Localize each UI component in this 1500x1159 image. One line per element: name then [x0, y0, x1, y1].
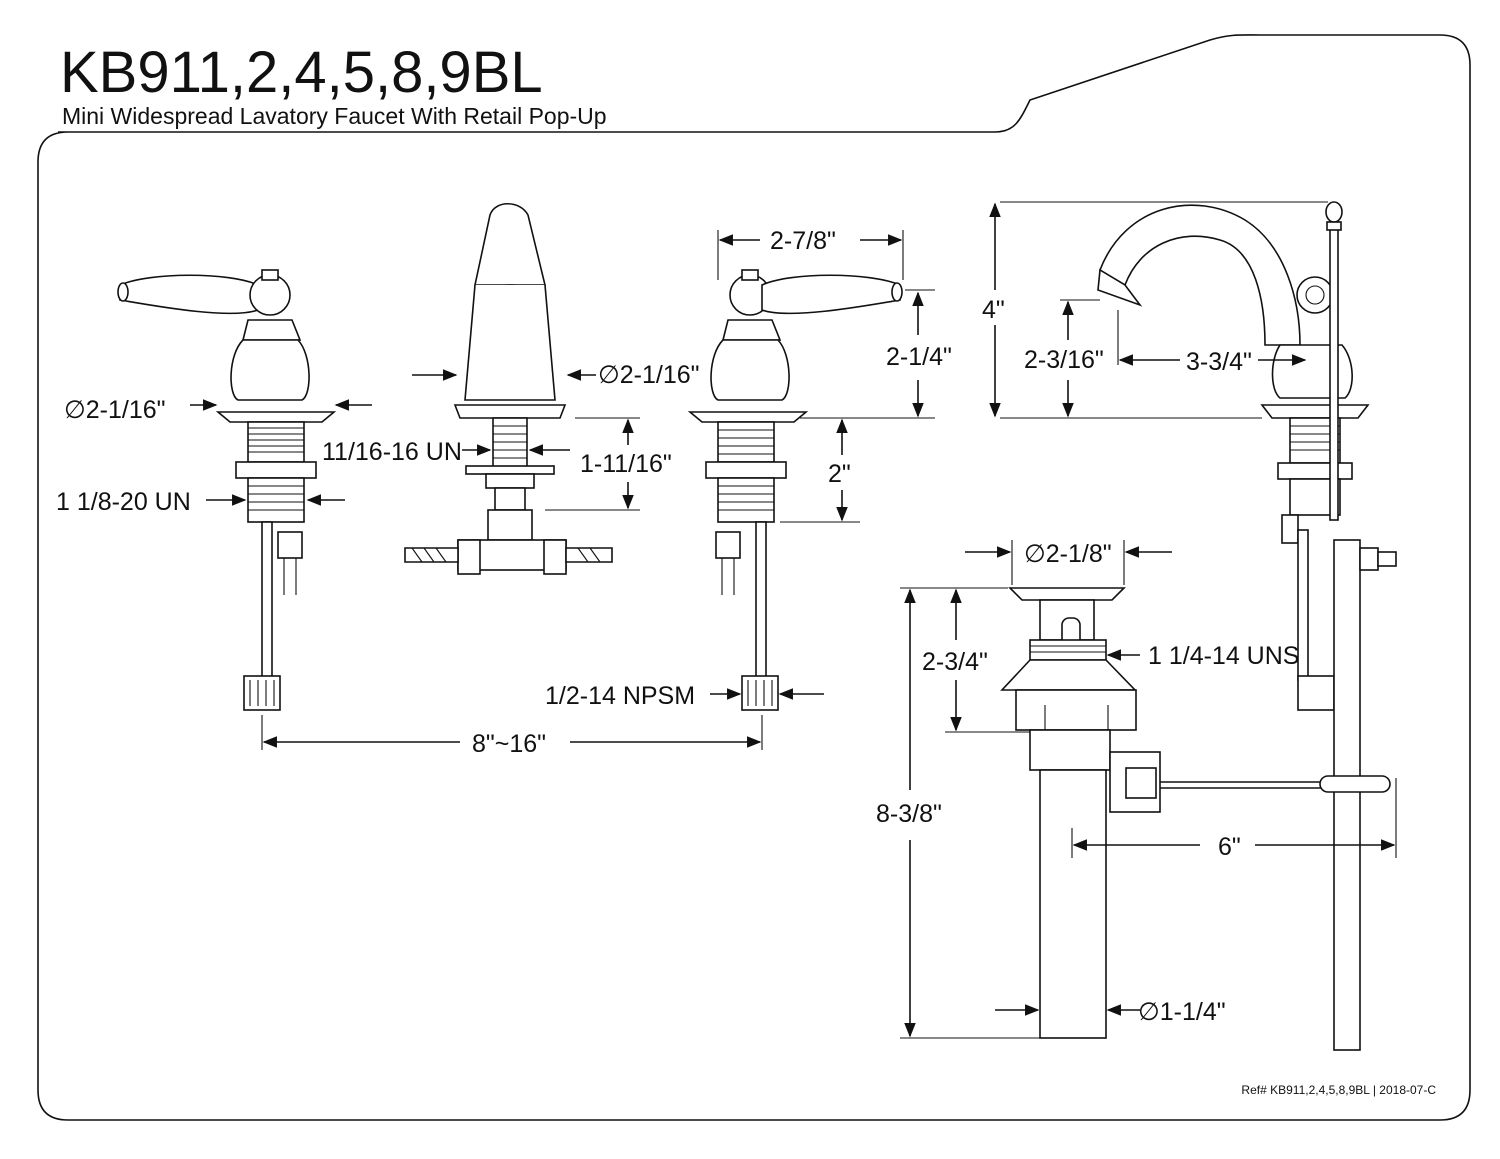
dim-handle-shank: 2" — [828, 460, 851, 488]
dim-handle-height: 2-1/4" — [886, 343, 952, 371]
dim-spout-flange: ∅2-1/16" — [598, 361, 700, 389]
dim-handle-width: 2-7/8" — [770, 227, 836, 255]
dim-spout-reach: 3-3/4" — [1186, 348, 1252, 376]
drawing-frame — [37, 34, 1471, 1121]
dim-drain-flange-height: 2-3/4" — [922, 648, 988, 676]
dim-overall-height: 4" — [982, 296, 1005, 324]
dim-supply-thread: 1/2-14 NPSM — [545, 682, 695, 710]
dim-spread: 8"~16" — [472, 730, 546, 758]
dim-drain-length: 8-3/8" — [876, 800, 942, 828]
left-handle-drawing — [117, 269, 337, 711]
faucet-side-drawing — [1097, 201, 1397, 1051]
dim-spout-clearance: 2-3/16" — [1024, 346, 1104, 374]
popup-drain-drawing — [1000, 587, 1391, 1039]
spout-front-drawing — [404, 202, 613, 575]
reference-note: Ref# KB911,2,4,5,8,9BL | 2018-07-C — [1241, 1083, 1436, 1097]
page-title: KB911,2,4,5,8,9BL — [60, 40, 543, 105]
dim-drain-flange: ∅2-1/8" — [1024, 540, 1112, 568]
dim-tailpiece: ∅1-1/4" — [1138, 998, 1226, 1026]
dim-left-thread: 1 1/8-20 UN — [56, 488, 191, 516]
dim-left-flange: ∅2-1/16" — [64, 396, 166, 424]
dim-pivot-rod: 6" — [1218, 833, 1241, 861]
right-handle-drawing — [687, 269, 903, 711]
dim-spout-thread: 11/16-16 UN — [322, 438, 462, 466]
dim-spout-shank: 1-11/16" — [580, 450, 672, 478]
dim-drain-thread: 1 1/4-14 UNS — [1148, 642, 1299, 670]
page-subtitle: Mini Widespread Lavatory Faucet With Ret… — [62, 103, 607, 129]
